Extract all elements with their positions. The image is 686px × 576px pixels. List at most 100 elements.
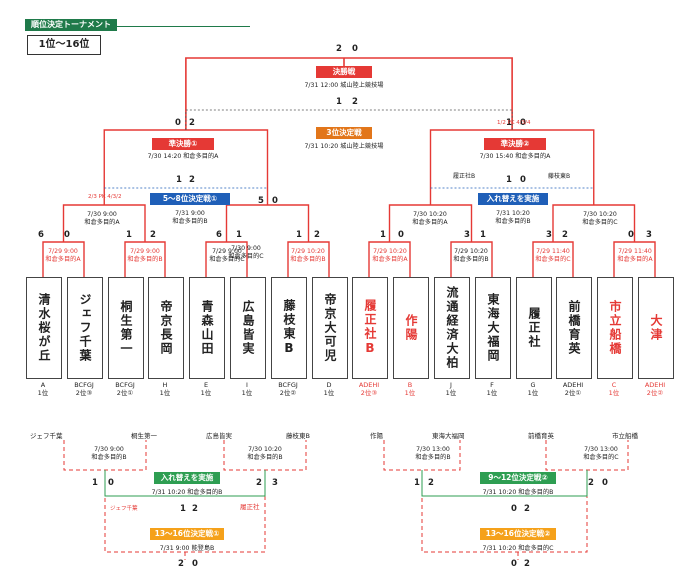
team-box: 帝京大可児 <box>312 277 348 379</box>
br-9-12-badge: 9〜12位決定戦② <box>480 472 556 484</box>
bl-team-3: 広島皆実 <box>206 432 232 440</box>
bl-swap-badge: 入れ替えを実施 <box>154 472 220 484</box>
range-label: 1位〜16位 <box>27 35 101 55</box>
placement-5-8-info1: 7/31 9:00 <box>175 210 205 217</box>
br-connector <box>383 440 461 471</box>
final-badge: 決勝戦 <box>316 66 372 78</box>
sf-mini-right: 1/2 PK 4/3/4 <box>497 120 531 126</box>
qf-d-score-r: 2 <box>314 230 320 240</box>
round1-match-info: 和倉多目的B <box>453 256 489 263</box>
team-seed: BCFGJ <box>115 381 135 389</box>
team-box: 藤枝東B <box>271 277 307 379</box>
br-13-16-info: 7/31 10:20 和倉多目的C <box>482 545 554 552</box>
team-name: 市立船橋 <box>608 300 622 356</box>
br-final-r: 2 <box>524 559 530 569</box>
swap-top-badge: 入れ替えを実施 <box>478 193 548 205</box>
team-name: 履正社B <box>363 299 377 357</box>
final-score-right: 0 <box>352 44 358 54</box>
team-box: 桐生第一 <box>108 277 144 379</box>
team-seed: 2位① <box>564 389 582 397</box>
team-seed: C <box>611 381 617 389</box>
team-box: 前橋育英 <box>556 277 592 379</box>
qf-top2-score-right: 0 <box>520 175 526 185</box>
bl-m2-info1: 7/30 10:20 <box>248 446 282 453</box>
team-seed: 1位 <box>323 389 335 397</box>
qf4-info2: 和倉多目的C <box>582 219 618 226</box>
team-box: 市立船橋 <box>597 277 633 379</box>
br-team-4: 市立船橋 <box>612 432 638 440</box>
qf-top-score-right: 2 <box>189 175 195 185</box>
qf-h-score-r: 3 <box>646 230 652 240</box>
qf-top2-score-left: 1 <box>506 175 512 185</box>
team-name: 清水桜が丘 <box>37 293 51 363</box>
team-seed: H <box>162 381 168 389</box>
team-seed: D <box>326 381 332 389</box>
qf-top-score-left: 1 <box>176 175 182 185</box>
team-box: 清水桜が丘 <box>26 277 62 379</box>
br-13-16-badge: 13〜16位決定戦② <box>480 528 556 540</box>
qf-g-score-r: 2 <box>562 230 568 240</box>
qf3-info2: 和倉多目的A <box>412 219 448 226</box>
team-name: 帝京長岡 <box>159 300 173 356</box>
team-seed: 1位 <box>200 389 212 397</box>
team-name: 流通経済大柏 <box>445 286 459 370</box>
qf1-info1: 7/30 9:00 <box>87 211 117 218</box>
team-seed: BCFGJ <box>74 381 94 389</box>
team-seed: 1位 <box>37 389 49 397</box>
qf2-info2: 和倉多目的C <box>228 253 264 260</box>
section-title: 順位決定トーナメント <box>25 19 117 31</box>
team-box: 大津 <box>638 277 674 379</box>
team-seed: 2位③ <box>75 389 93 397</box>
br-sc-b: 2 <box>524 504 530 514</box>
semi2-score-right: 0 <box>520 118 526 128</box>
br-13-16-connector <box>421 470 588 553</box>
bl-sc-a: 1 <box>180 504 186 514</box>
qf2-info1: 7/30 9:00 <box>231 245 261 252</box>
bl-s4: 3 <box>272 478 278 488</box>
team-name: 履正社 <box>527 307 541 349</box>
bl-m1-info1: 7/30 9:00 <box>94 446 124 453</box>
team-name: ジェフ千葉 <box>78 293 92 363</box>
bl-team-2: 桐生第一 <box>131 432 157 440</box>
br-m2-info2: 和倉多目的C <box>583 454 619 461</box>
round1-match-info: 7/29 9:00 <box>48 248 78 255</box>
bl-m1-info2: 和倉多目的B <box>91 454 127 461</box>
qf-e-score-r: 0 <box>398 230 404 240</box>
bl-right-mini: 履正社 <box>240 503 260 511</box>
br-sc-a: 0 <box>511 504 517 514</box>
team-seed: 2位③ <box>360 389 378 397</box>
br-m1-info2: 和倉多目的B <box>415 454 451 461</box>
team-box: ジェフ千葉 <box>67 277 103 379</box>
team-name: 大津 <box>649 314 663 342</box>
team-seed: 1位 <box>159 389 171 397</box>
team-box: 帝京長岡 <box>148 277 184 379</box>
section-header: 順位決定トーナメント <box>25 12 250 31</box>
bl-13-16-badge: 13〜16位決定戦① <box>150 528 224 540</box>
bl-m2-info2: 和倉多目的B <box>247 454 283 461</box>
third-info: 7/31 10:20 城山陸上競技場 <box>304 143 384 150</box>
final-info: 7/31 12:00 城山陸上競技場 <box>304 82 384 89</box>
semi2-score-left: 1 <box>506 118 512 128</box>
qf-b-score-l: 1 <box>126 230 132 240</box>
br-m1-info1: 7/30 13:00 <box>416 446 450 453</box>
third-score-right: 2 <box>352 97 358 107</box>
team-name: 広島皆実 <box>241 300 255 356</box>
qf-a-score-l: 6 <box>38 230 44 240</box>
swap-top-info2: 和倉多目的B <box>495 218 531 225</box>
qf-e-score-l: 1 <box>380 230 386 240</box>
qf3-info1: 7/30 10:20 <box>413 211 447 218</box>
team-name: 作陽 <box>404 314 418 342</box>
qf-h-score-l: 0 <box>628 230 634 240</box>
round1-match-info: 7/29 9:00 <box>212 248 242 255</box>
team-name: 前橋育英 <box>567 300 581 356</box>
team-box: 広島皆実 <box>230 277 266 379</box>
swap-top-left-label: 履正社B <box>453 173 476 180</box>
team-seed: 2位① <box>116 389 134 397</box>
qf4-info1: 7/30 10:20 <box>583 211 617 218</box>
qf-f-score-l: 3 <box>464 230 470 240</box>
br-final-l: 0 <box>511 559 517 569</box>
team-name: 帝京大可児 <box>323 293 337 363</box>
br-9-12-connector <box>421 470 588 497</box>
